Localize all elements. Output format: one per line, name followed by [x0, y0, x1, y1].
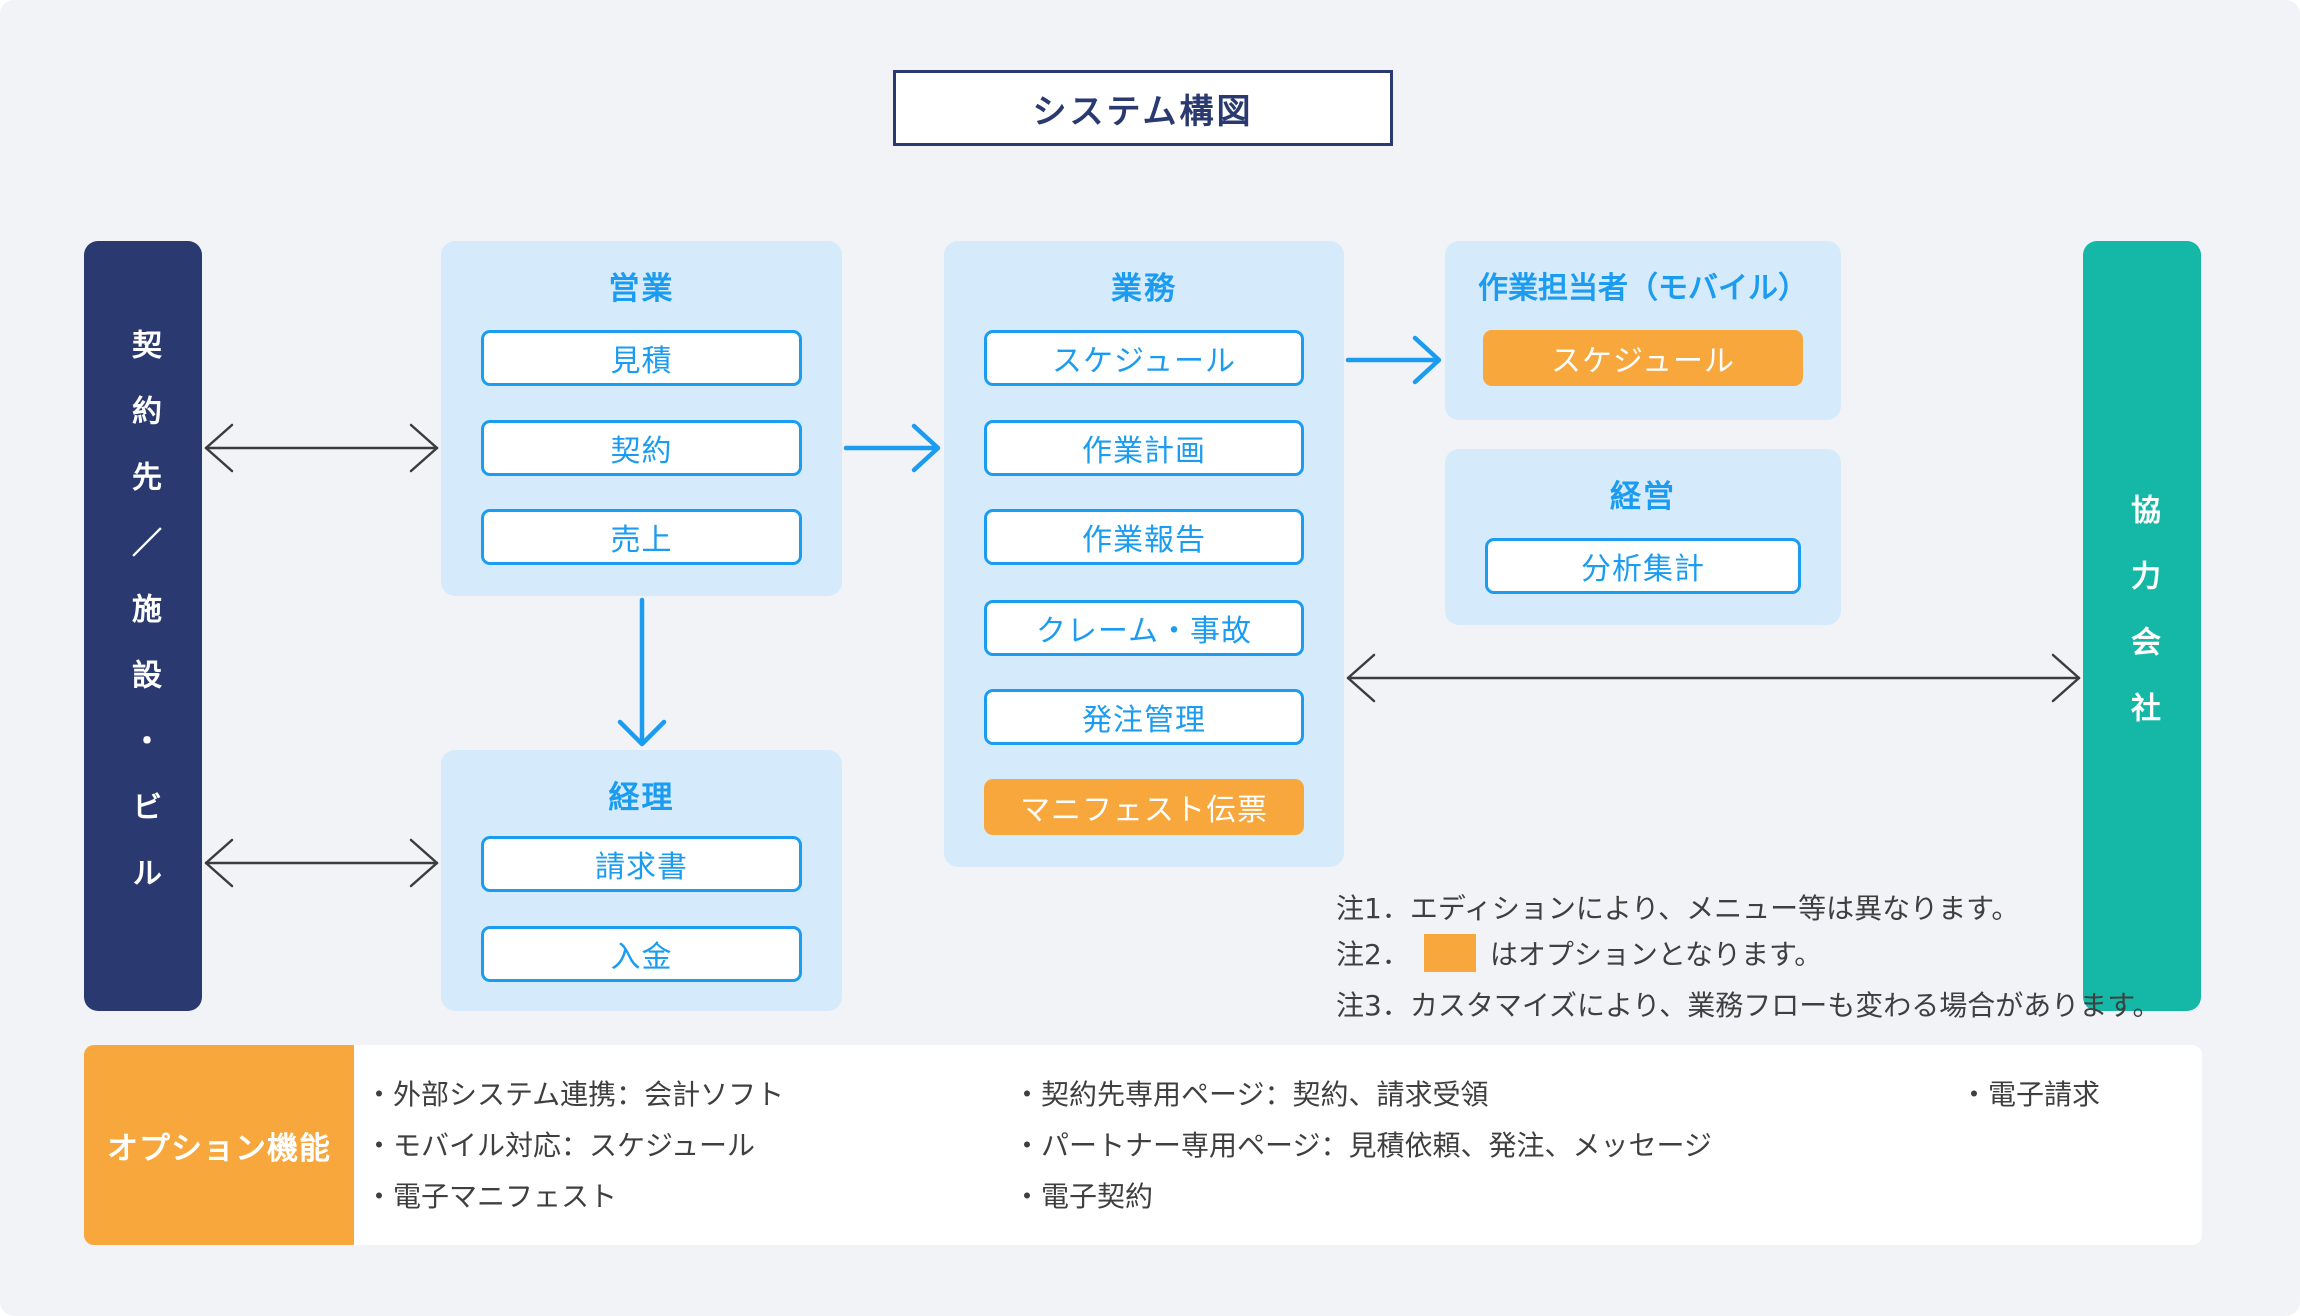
option-e-invoice: ・電子請求	[1960, 1078, 2101, 1111]
partner-company-label: 協力会社	[2125, 494, 2160, 758]
option-mobile-support: ・モバイル対応：スケジュール	[365, 1129, 756, 1162]
client-facility-bar: 契約先／施設・ビル	[84, 241, 202, 1011]
sales-item-estimate: 見積	[481, 330, 802, 386]
arrow-operations-to-worker-icon	[1345, 335, 1442, 385]
arrow-operations-to-partner-icon	[1346, 653, 2081, 703]
options-column-1: ・外部システム連携：会計ソフト ・モバイル対応：スケジュール ・電子マニフェスト	[365, 1069, 784, 1222]
option-color-swatch	[1423, 934, 1476, 972]
sales-item-contract: 契約	[481, 420, 802, 476]
management-panel: 経営 分析集計	[1445, 449, 1841, 625]
options-column-2: ・契約先専用ページ：契約、請求受領 ・パートナー専用ページ：見積依頼、発注、メッ…	[1013, 1069, 1712, 1222]
worker-item-schedule-option: スケジュール	[1483, 330, 1803, 386]
note-1: 注1．エディションにより、メニュー等は異なります。	[1336, 892, 2020, 925]
operations-item-schedule: スケジュール	[984, 330, 1304, 386]
sales-panel: 営業 見積 契約 売上	[441, 241, 842, 596]
arrow-sales-to-operations-icon	[843, 423, 941, 473]
operations-panel: 業務 スケジュール 作業計画 作業報告 クレーム・事故 発注管理 マニフェスト伝…	[944, 241, 1344, 867]
note-2: 注2． はオプションとなります。	[1336, 933, 1822, 973]
operations-panel-title: 業務	[1111, 271, 1177, 307]
operations-item-order-mgmt: 発注管理	[984, 689, 1304, 745]
option-e-manifest: ・電子マニフェスト	[365, 1180, 618, 1213]
options-panel-label: オプション機能	[84, 1045, 354, 1245]
options-panel-body	[84, 1045, 2202, 1245]
sales-item-revenue: 売上	[481, 509, 802, 565]
accounting-panel-title: 経理	[608, 780, 675, 816]
option-partner-page: ・パートナー専用ページ：見積依頼、発注、メッセージ	[1013, 1129, 1712, 1162]
worker-mobile-panel-title: 作業担当者（モバイル）	[1478, 271, 1808, 306]
management-panel-title: 経営	[1610, 479, 1676, 515]
option-client-page: ・契約先専用ページ：契約、請求受領	[1013, 1078, 1489, 1111]
option-external-system: ・外部システム連携：会計ソフト	[365, 1078, 785, 1111]
diagram-title: システム構図	[893, 70, 1393, 146]
option-e-contract: ・電子契約	[1013, 1180, 1154, 1213]
options-column-3: ・電子請求	[1960, 1069, 2100, 1120]
partner-company-bar: 協力会社	[2083, 241, 2201, 1011]
operations-item-claims: クレーム・事故	[984, 600, 1304, 656]
client-facility-label: 契約先／施設・ビル	[126, 329, 161, 923]
accounting-panel: 経理 請求書 入金	[441, 750, 842, 1011]
note-3: 注3．カスタマイズにより、業務フローも変わる場合があります。	[1336, 989, 2161, 1022]
operations-item-manifest-option: マニフェスト伝票	[984, 779, 1304, 835]
arrow-client-to-sales-icon	[204, 423, 439, 473]
operations-item-work-plan: 作業計画	[984, 420, 1304, 476]
note-2-prefix: 注2．	[1336, 938, 1410, 971]
management-item-analytics: 分析集計	[1485, 538, 1801, 594]
operations-item-work-report: 作業報告	[984, 509, 1304, 565]
accounting-item-invoice: 請求書	[481, 836, 802, 892]
accounting-item-deposit: 入金	[481, 926, 802, 982]
arrow-sales-to-accounting-icon	[617, 597, 667, 747]
arrow-client-to-accounting-icon	[204, 838, 439, 888]
sales-panel-title: 営業	[608, 271, 675, 307]
worker-mobile-panel: 作業担当者（モバイル） スケジュール	[1445, 241, 1841, 420]
note-2-suffix: はオプションとなります。	[1489, 938, 1823, 971]
